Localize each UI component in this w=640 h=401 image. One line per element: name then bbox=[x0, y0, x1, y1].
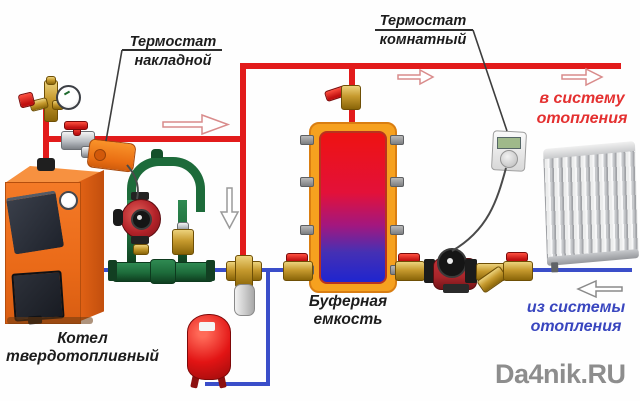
to-system-label: в систему отопления bbox=[527, 89, 637, 129]
room-thermostat-wire bbox=[451, 167, 507, 252]
expansion-branch-horizontal bbox=[205, 382, 270, 386]
boiler-pump-union-nut bbox=[133, 244, 149, 255]
boiler-pump-flange-top bbox=[131, 192, 149, 200]
buffer-stub bbox=[300, 177, 314, 187]
loop-air-vent bbox=[151, 149, 163, 158]
pressure-gauge bbox=[56, 85, 81, 110]
boiler-pump-face bbox=[131, 209, 152, 230]
room-thermostat-dial bbox=[500, 150, 518, 168]
expansion-branch-vertical bbox=[266, 270, 270, 384]
loop-valve-body bbox=[172, 229, 194, 255]
buffer-tank-inner bbox=[319, 131, 387, 284]
radiator-fins bbox=[543, 151, 639, 264]
boiler-top-face bbox=[5, 166, 103, 183]
buffer-stub bbox=[300, 225, 314, 235]
boiler-label-line2: твердотопливный bbox=[6, 348, 159, 365]
boiler-label-line1: Котел bbox=[57, 330, 108, 347]
surface-thermostat-label: Термостат накладной bbox=[121, 33, 225, 71]
radiator-foot bbox=[551, 262, 559, 273]
supply-pipe-boiler-horizontal bbox=[43, 136, 246, 142]
boiler-base-shadow bbox=[7, 317, 93, 324]
from-system-label-line2: отопления bbox=[530, 318, 622, 335]
boiler-thermometer bbox=[59, 191, 78, 210]
boiler-side-face bbox=[78, 170, 104, 322]
expansion-tank-label bbox=[199, 322, 215, 331]
boiler-ash-door bbox=[11, 270, 65, 322]
flow-arrow-return bbox=[576, 279, 623, 299]
boiler-riser-pipe bbox=[43, 108, 49, 168]
return-valve-2-body bbox=[503, 261, 533, 281]
room-thermostat-label-line1: Термостат bbox=[379, 13, 467, 29]
to-system-label-line2: отопления bbox=[536, 110, 628, 127]
surface-thermostat-label-line2: накладной bbox=[134, 53, 212, 69]
flow-arrow-supply-top bbox=[397, 68, 435, 86]
room-thermostat-lcd bbox=[497, 137, 521, 149]
supply-pipe-middle-vertical bbox=[240, 63, 246, 263]
surface-thermostat-label-line1: Термостат bbox=[129, 34, 217, 50]
manifold-center-boss bbox=[150, 259, 176, 284]
flow-arrow-down bbox=[219, 187, 240, 230]
boiler-label: Котел твердотопливный bbox=[0, 330, 165, 366]
thermo-actuator bbox=[234, 284, 255, 316]
supply-pipe-top-horizontal bbox=[240, 63, 621, 69]
surface-thermostat-label-leader bbox=[105, 49, 123, 142]
manifold-right-cap bbox=[206, 260, 215, 281]
return-pump-flange-right bbox=[465, 259, 477, 283]
room-thermostat-label-leader bbox=[472, 29, 508, 132]
watermark: Da4nik.RU bbox=[495, 359, 626, 389]
manifold-left-cap bbox=[108, 260, 117, 281]
to-system-label-line1: в систему bbox=[539, 90, 625, 107]
return-pump-base bbox=[443, 284, 469, 293]
buffer-tank-label: Буферная емкость bbox=[298, 293, 398, 329]
from-system-label: из системы отопления bbox=[522, 298, 630, 336]
buffer-tank-label-line1: Буферная bbox=[308, 293, 388, 310]
boiler-loading-door bbox=[5, 190, 65, 255]
safety-valve-cap bbox=[46, 76, 56, 85]
boiler-flue-collar bbox=[37, 158, 55, 171]
return-valve-1-body bbox=[395, 261, 425, 281]
return-pump-flange-left bbox=[424, 259, 435, 283]
buffer-stub bbox=[390, 177, 404, 187]
buffer-top-valve-body bbox=[341, 85, 361, 110]
radiator bbox=[541, 137, 640, 273]
buffer-stub bbox=[390, 225, 404, 235]
buffer-stub bbox=[390, 135, 404, 145]
buffer-left-valve-body bbox=[283, 261, 313, 281]
buffer-stub bbox=[300, 135, 314, 145]
flow-arrow-supply-out bbox=[561, 67, 604, 87]
boiler-pump-flange-bottom bbox=[131, 236, 149, 244]
flow-arrow-supply-left bbox=[162, 113, 231, 136]
buffer-tank-label-line2: емкость bbox=[313, 311, 383, 328]
room-thermostat-label: Термостат комнатный bbox=[371, 12, 475, 50]
from-system-label-line1: из системы bbox=[526, 299, 626, 316]
room-thermostat-label-line2: комнатный bbox=[379, 32, 467, 48]
boiler-pump-face-dot bbox=[137, 215, 142, 220]
supply-shutoff-valve-handle bbox=[64, 121, 88, 130]
boiler-pump-side-cap bbox=[113, 209, 123, 226]
return-pump-face-dot bbox=[447, 258, 453, 264]
